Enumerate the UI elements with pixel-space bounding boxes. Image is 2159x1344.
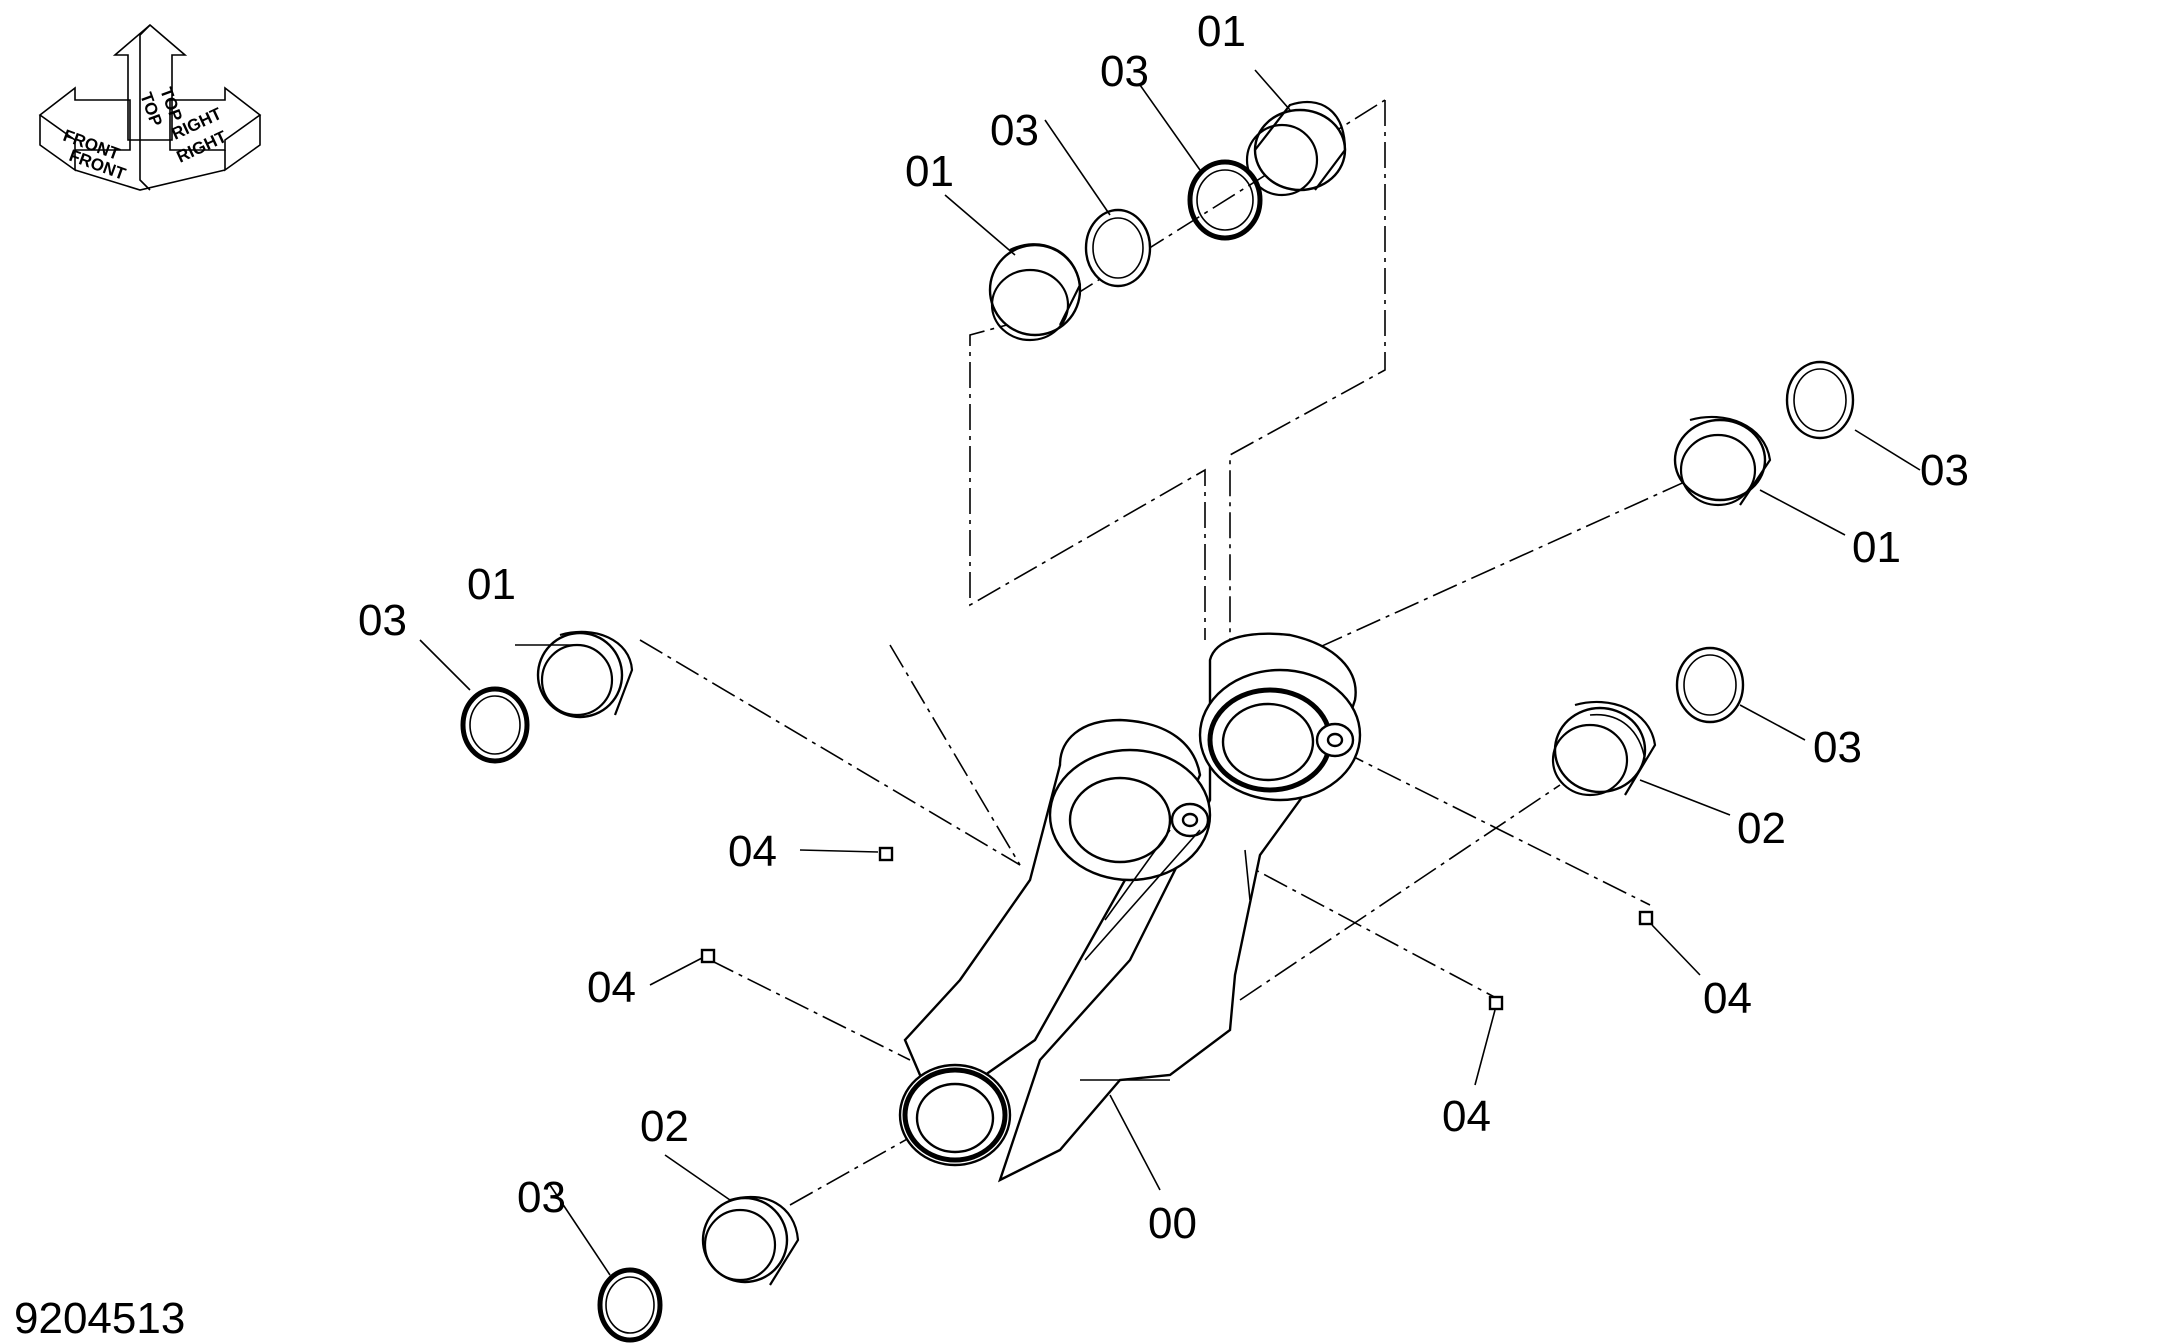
- bushing-01-left: [536, 630, 634, 719]
- callout-04-right: 04: [1703, 974, 1752, 1023]
- callout-02-lower: 02: [640, 1102, 689, 1151]
- bushing-02-right: [1551, 700, 1657, 797]
- callout-01-left: 01: [467, 560, 516, 609]
- callout-04-left-upper: 04: [728, 827, 777, 876]
- reference-number: 9204513: [14, 1294, 185, 1343]
- callout-00-body: 00: [1148, 1199, 1197, 1248]
- callout-03-lower: 03: [517, 1173, 566, 1222]
- callout-01-right: 01: [1852, 523, 1901, 572]
- callout-01-upper-left: 01: [905, 147, 954, 196]
- seal-03-upper-mid: [1084, 208, 1152, 288]
- callout-04-left-lower: 04: [587, 963, 636, 1012]
- orientation-indicator: FRONT FRONT TOP TOP RIGHT RIGHT: [38, 23, 262, 191]
- grease-fitting-04-left-lower: [700, 948, 716, 964]
- bushing-01-upper-left: [988, 243, 1082, 342]
- bushing-01-right: [1673, 415, 1772, 507]
- leader-lines: [419, 69, 1921, 1276]
- grease-fitting-04-right: [1638, 910, 1654, 926]
- seal-03-left: [460, 686, 530, 764]
- seal-03-right-top: [1785, 360, 1855, 440]
- callout-04-center: 04: [1442, 1092, 1491, 1141]
- callout-01-top: 01: [1197, 7, 1246, 56]
- callout-03-right-mid: 03: [1813, 723, 1862, 772]
- seal-03-top: [1187, 159, 1263, 241]
- callout-03-right-top: 03: [1920, 446, 1969, 495]
- callout-03-upper-mid: 03: [990, 106, 1039, 155]
- bushing-01-top: [1245, 100, 1347, 197]
- link-body-part-00: [898, 632, 1362, 1183]
- grease-fitting-04-center: [1488, 995, 1504, 1011]
- bushing-02-lower: [701, 1195, 800, 1286]
- callout-02-right: 02: [1737, 804, 1786, 853]
- callout-03-left: 03: [358, 596, 407, 645]
- callouts: 01 03 03 01 03 01 01 03 03 02 04 04 04 0…: [358, 7, 1969, 1248]
- seal-03-lower: [597, 1267, 663, 1343]
- grease-fitting-04-left-upper: [878, 846, 894, 862]
- seal-03-right-mid: [1675, 646, 1745, 724]
- callout-03-top: 03: [1100, 47, 1149, 96]
